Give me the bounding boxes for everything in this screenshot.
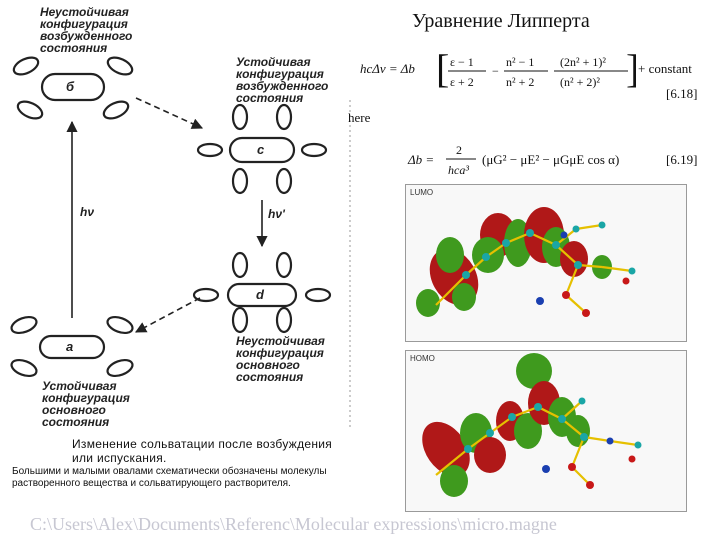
state-d-molecule bbox=[192, 251, 332, 334]
svg-text:[: [ bbox=[436, 48, 449, 91]
where-text: here bbox=[348, 110, 371, 125]
svg-text:2: 2 bbox=[456, 143, 462, 157]
emission-label: hν' bbox=[268, 207, 285, 221]
homo-orbital-render bbox=[422, 353, 642, 497]
lumo-orbital-render bbox=[416, 207, 636, 317]
svg-text:ε − 1: ε − 1 bbox=[450, 55, 474, 69]
lippert-equation: hcΔν = Δb [ ε − 1 ε + 2 − n² − 1 n² + 2 … bbox=[360, 48, 716, 96]
state-b-molecule bbox=[12, 56, 134, 120]
state-c-molecule bbox=[196, 103, 328, 195]
state-d-letter: d bbox=[256, 287, 264, 302]
footer-file-path: C:\Users\Alex\Documents\Referenc\Molecul… bbox=[30, 514, 557, 534]
relaxation-arrow-ground bbox=[135, 297, 201, 333]
lippert-fractions: [ ε − 1 ε + 2 − n² − 1 n² + 2 (2n² + 1)²… bbox=[436, 48, 636, 91]
relaxation-arrow-excited bbox=[135, 97, 204, 129]
figure-caption-title: Изменение сольватации после возбуждения … bbox=[72, 437, 333, 465]
equation-number-619: [6.19] bbox=[666, 152, 698, 167]
state-c-label: Устойчивая конфигурация возбужденного со… bbox=[236, 55, 329, 105]
equation-number-618: [6.18] bbox=[666, 86, 698, 101]
delta-b-lhs: Δb = bbox=[408, 152, 435, 167]
svg-text:(2n² + 1)²: (2n² + 1)² bbox=[560, 55, 606, 69]
state-a-molecule bbox=[10, 315, 134, 378]
homo-panel: HOMO bbox=[405, 350, 687, 512]
delta-b-body: (μG² − μE² − μGμE cos α) bbox=[482, 152, 620, 167]
svg-text:n² + 2: n² + 2 bbox=[506, 75, 534, 89]
svg-text:(n² + 2)²: (n² + 2)² bbox=[560, 75, 600, 89]
svg-text:ε + 2: ε + 2 bbox=[450, 75, 474, 89]
figure-caption-body: Большими и малыми овалами схематически о… bbox=[12, 466, 327, 489]
state-d-label: Неустойчивая конфигурация основного сост… bbox=[236, 334, 325, 384]
delta-b-fraction: 2 hca³ bbox=[446, 143, 476, 177]
page-title: Уравнение Липперта bbox=[412, 10, 590, 32]
delta-b-equation: Δb = 2 hca³ (μG² − μE² − μGμE cos α) bbox=[408, 140, 668, 180]
absorption-label: hν bbox=[80, 205, 95, 219]
state-b-label: Неустойчивая конфигурация возбужденного … bbox=[40, 5, 133, 55]
state-a-letter: a bbox=[66, 339, 74, 354]
lippert-constant: + constant bbox=[638, 61, 692, 76]
lumo-label: LUMO bbox=[410, 188, 434, 197]
svg-text:hca³: hca³ bbox=[448, 163, 469, 177]
state-a-label: Устойчивая конфигурация основного состоя… bbox=[42, 379, 130, 429]
homo-label: HOMO bbox=[410, 354, 435, 363]
svg-text:]: ] bbox=[626, 48, 636, 91]
svg-text:n² − 1: n² − 1 bbox=[506, 55, 534, 69]
state-c-letter: с bbox=[257, 142, 265, 157]
solvation-diagram bbox=[10, 56, 351, 430]
lippert-lhs: hcΔν = Δb bbox=[360, 61, 415, 76]
state-b-letter: б bbox=[66, 79, 75, 94]
svg-text:−: − bbox=[492, 64, 499, 78]
lumo-panel: LUMO bbox=[405, 184, 687, 342]
